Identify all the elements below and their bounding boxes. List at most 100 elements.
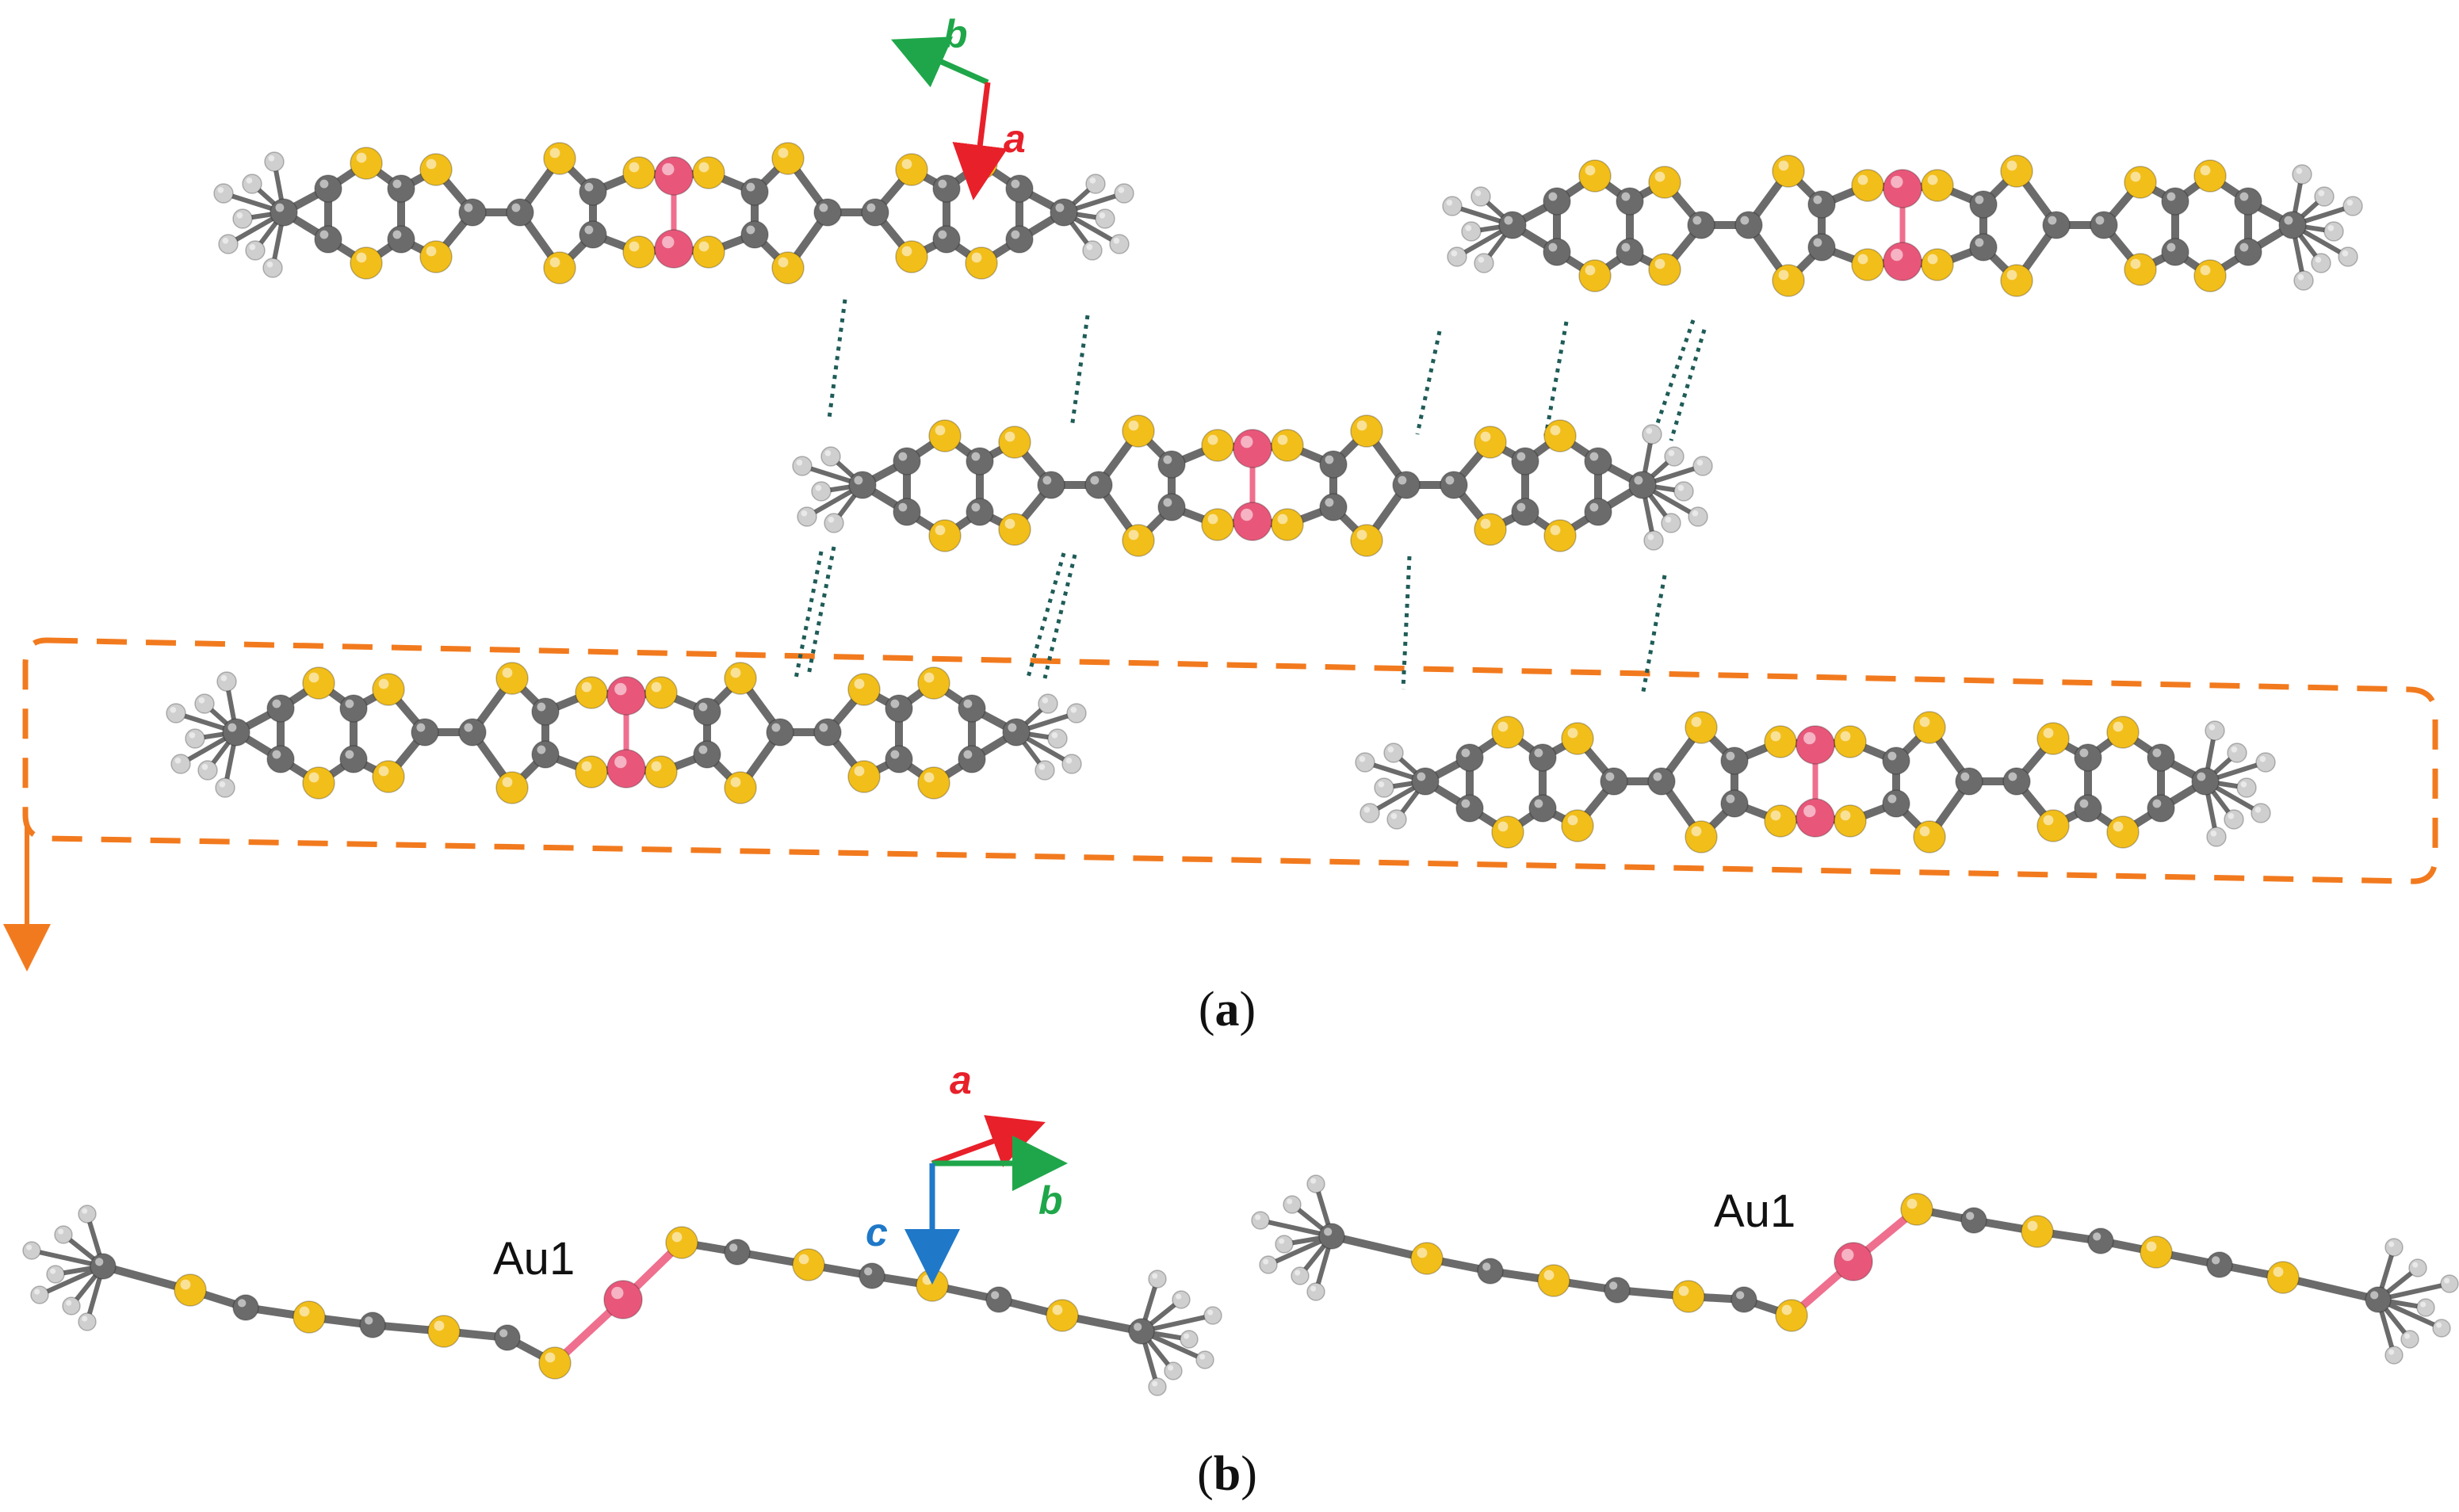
hydrogen-atom bbox=[245, 240, 266, 261]
sulfur-atom bbox=[2106, 815, 2140, 849]
highlight bbox=[1840, 731, 1851, 742]
sulfur-atom bbox=[917, 666, 950, 700]
highlight bbox=[938, 179, 947, 189]
highlight bbox=[1356, 420, 1367, 431]
hydrogen-atom bbox=[1442, 196, 1463, 216]
highlight bbox=[82, 1315, 88, 1322]
highlight bbox=[1504, 216, 1513, 225]
hydrogen-atom bbox=[1047, 728, 1068, 749]
hydrogen-atom bbox=[2323, 221, 2344, 242]
carbon-atom bbox=[1647, 767, 1676, 796]
highlight bbox=[1163, 455, 1172, 464]
highlight bbox=[1927, 174, 1938, 185]
carbon-atom bbox=[1037, 471, 1065, 499]
carbon-atom bbox=[387, 225, 415, 254]
bond bbox=[1328, 1232, 1431, 1262]
sulfur-atom bbox=[998, 426, 1031, 459]
highlight bbox=[1621, 192, 1631, 201]
hydrogen-atom bbox=[170, 754, 191, 774]
highlight bbox=[217, 186, 224, 193]
highlight bbox=[651, 761, 662, 772]
sulfur-atom bbox=[1648, 253, 1681, 286]
highlight bbox=[2370, 1291, 2379, 1300]
highlight bbox=[1781, 1304, 1792, 1315]
highlight bbox=[778, 257, 789, 268]
highlight bbox=[819, 723, 828, 732]
gold-atom bbox=[1233, 429, 1272, 468]
hydrogen-atom bbox=[1203, 1306, 1222, 1325]
sulfur-atom bbox=[965, 246, 998, 280]
carbon-atom bbox=[266, 745, 295, 773]
highlight bbox=[1906, 1198, 1918, 1209]
highlight bbox=[1891, 248, 1903, 262]
sulfur-atom bbox=[350, 147, 383, 180]
highlight bbox=[392, 230, 402, 239]
hydrogen-atom bbox=[2255, 752, 2276, 773]
hydrogen-atom bbox=[1082, 240, 1103, 261]
highlight bbox=[824, 449, 832, 456]
carbon-atom bbox=[1584, 447, 1612, 475]
highlight bbox=[581, 682, 592, 693]
highlight bbox=[170, 706, 177, 713]
highlight bbox=[1042, 697, 1049, 704]
carbon-atom bbox=[458, 718, 487, 746]
highlight bbox=[798, 1254, 809, 1265]
highlight bbox=[2318, 189, 2325, 197]
hydrogen-atom bbox=[1291, 1266, 1310, 1285]
sulfur-atom bbox=[1921, 169, 1954, 202]
highlight bbox=[1004, 431, 1015, 442]
carbon-atom bbox=[885, 694, 913, 723]
carbon-atom bbox=[2365, 1286, 2392, 1313]
highlight bbox=[890, 699, 900, 708]
highlight bbox=[1038, 763, 1046, 770]
gold-atom bbox=[654, 156, 694, 196]
carbon-atom bbox=[958, 694, 986, 723]
highlight bbox=[1497, 721, 1509, 732]
carbon-atom bbox=[740, 178, 769, 206]
sulfur-atom bbox=[1921, 248, 1954, 281]
hydrogen-atom bbox=[2227, 743, 2247, 763]
highlight bbox=[1960, 772, 1970, 781]
highlight bbox=[58, 1228, 64, 1235]
highlight bbox=[2346, 199, 2354, 206]
hydrogen-atom bbox=[1251, 1211, 1270, 1230]
carbon-atom bbox=[2002, 767, 2031, 796]
highlight bbox=[2113, 721, 2124, 732]
short-contact bbox=[794, 551, 824, 679]
highlight bbox=[66, 1300, 72, 1306]
highlight bbox=[971, 252, 982, 263]
carbon-atom bbox=[2042, 211, 2071, 239]
highlight bbox=[1736, 1291, 1745, 1300]
highlight bbox=[935, 425, 946, 436]
short-contact bbox=[1401, 556, 1412, 690]
highlight bbox=[771, 723, 781, 732]
sulfur-atom bbox=[2193, 159, 2227, 193]
carbon-atom bbox=[740, 220, 769, 249]
axis-a-arrow bbox=[931, 1115, 1046, 1167]
highlight bbox=[502, 667, 513, 678]
carbon-atom bbox=[222, 718, 250, 746]
carbon-atom bbox=[1604, 1277, 1631, 1304]
highlight bbox=[2130, 258, 2141, 269]
highlight bbox=[671, 1231, 683, 1243]
highlight bbox=[898, 502, 908, 512]
sulfur-atom bbox=[1046, 1299, 1079, 1332]
highlight bbox=[854, 475, 863, 485]
highlight bbox=[1465, 224, 1472, 231]
gold-atom bbox=[1233, 502, 1272, 541]
short-contact bbox=[1025, 552, 1066, 681]
sulfur-atom bbox=[1350, 524, 1383, 557]
sulfur-atom bbox=[575, 755, 608, 788]
sulfur-atom bbox=[1834, 725, 1867, 758]
hydrogen-atom bbox=[264, 151, 285, 172]
highlight bbox=[1803, 804, 1816, 818]
sulfur-atom bbox=[350, 246, 383, 280]
highlight bbox=[1445, 475, 1455, 485]
highlight bbox=[1241, 435, 1253, 449]
hydrogen-atom bbox=[2236, 777, 2257, 798]
highlight bbox=[319, 179, 329, 189]
highlight bbox=[1726, 751, 1735, 761]
sulfur-atom bbox=[2124, 166, 2157, 199]
carbon-atom bbox=[885, 745, 913, 773]
carbon-atom bbox=[1955, 767, 1983, 796]
